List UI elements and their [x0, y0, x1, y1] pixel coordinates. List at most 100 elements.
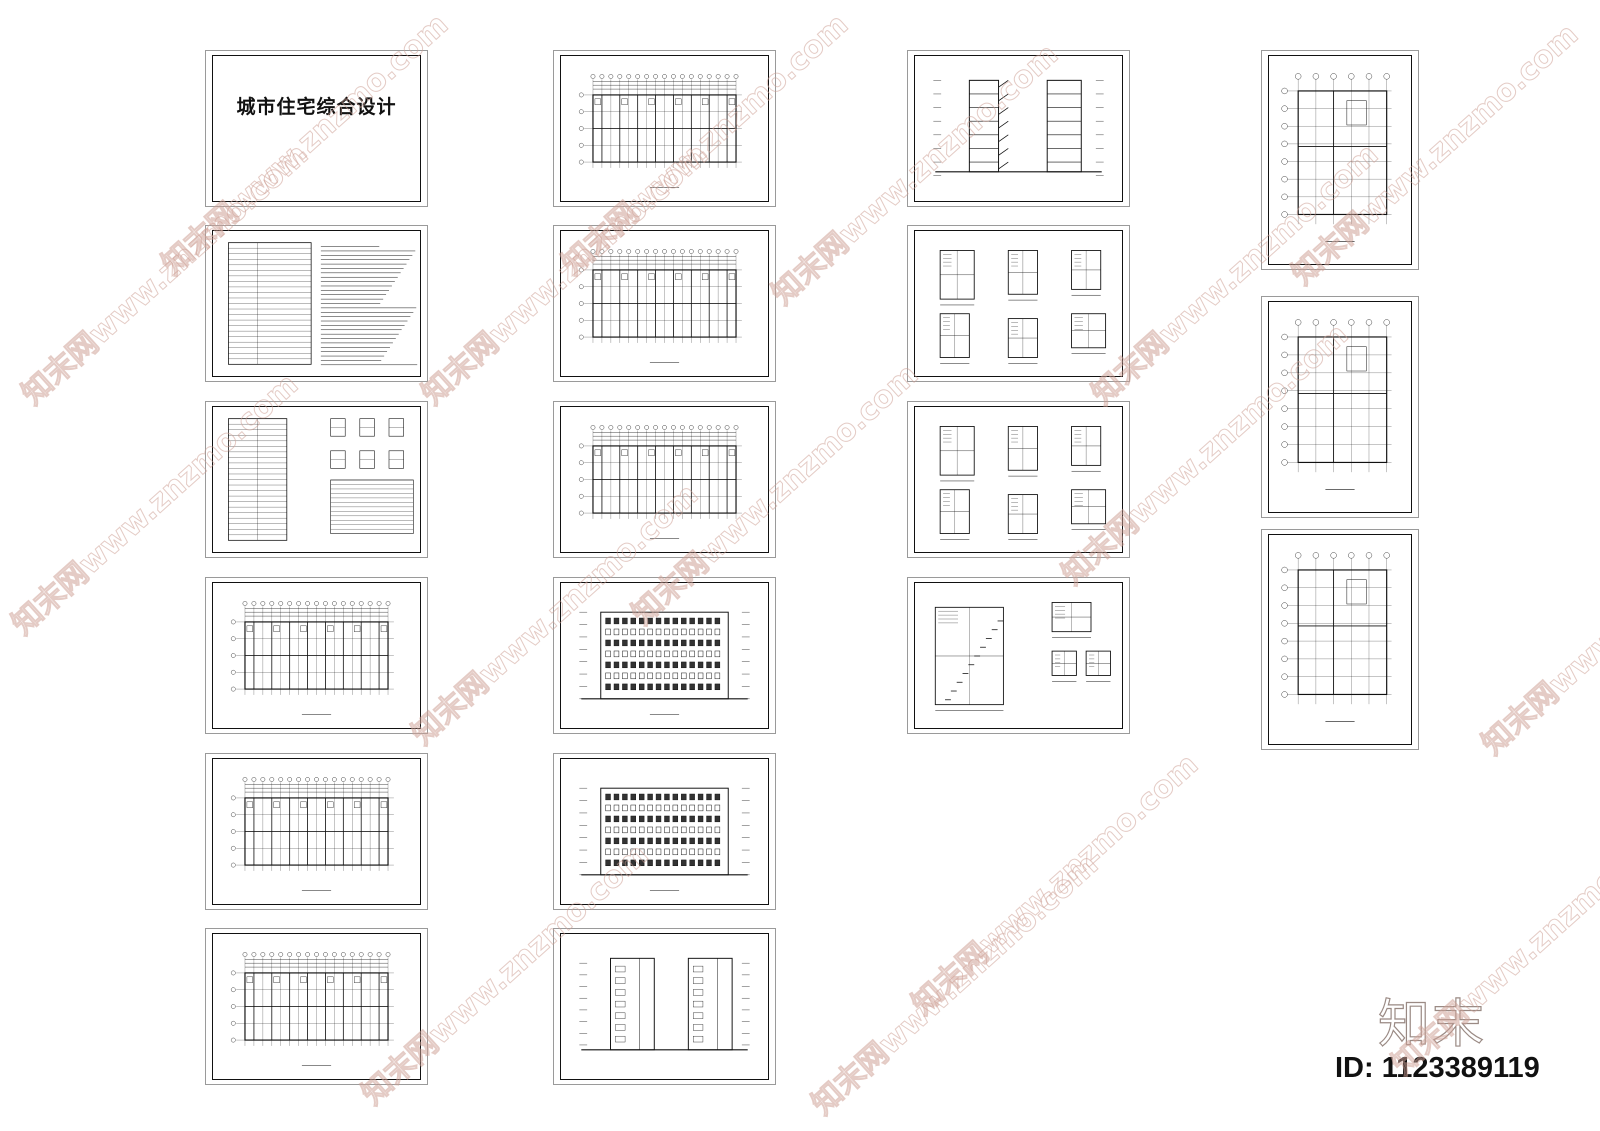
- grid-bubble: [367, 777, 373, 782]
- drawing-sheet-details[interactable]: [907, 401, 1130, 558]
- grid-bubble: [230, 795, 236, 801]
- drawing-sheet-elevation[interactable]: [553, 577, 776, 734]
- drawing-rect: [647, 848, 653, 856]
- drawing-sheet-unit-plan[interactable]: [1261, 529, 1419, 750]
- drawing-rect: [647, 683, 653, 691]
- drawing-line: [998, 93, 1009, 102]
- grid-bubble: [688, 249, 694, 254]
- sheet-frame: [914, 406, 1123, 553]
- drawing-rect: [672, 650, 679, 658]
- drawing-rect: [672, 859, 679, 867]
- grid-bubble: [340, 777, 346, 782]
- grid-bubble: [578, 159, 584, 165]
- drawing-rect: [639, 628, 645, 636]
- grid-bubble: [635, 425, 641, 430]
- drawing-line: [998, 107, 1009, 115]
- drawing-rect: [689, 804, 695, 812]
- drawing-rect: [639, 804, 645, 812]
- grid-bubble: [1281, 637, 1288, 645]
- grid-bubble: [680, 74, 685, 79]
- drawing-rect: [655, 793, 662, 801]
- drawing-rect: [647, 628, 653, 636]
- drawing-rect: [605, 628, 611, 636]
- grid-bubble: [230, 1037, 236, 1043]
- grid-bubble: [1330, 319, 1337, 326]
- drawing-sheet-unit-plan[interactable]: [1261, 50, 1419, 270]
- grid-bubble: [1281, 333, 1288, 341]
- drawing-rect: [613, 848, 620, 856]
- drawing-rect: [630, 804, 636, 812]
- drawing-rect: [655, 815, 662, 823]
- drawing-rect: [639, 815, 645, 823]
- drawing-rect: [693, 965, 704, 973]
- grid-bubble: [1281, 123, 1288, 130]
- drawing-sheet-floor-plan[interactable]: [205, 577, 428, 734]
- drawing-rect: [706, 661, 712, 669]
- drawing-rect: [622, 859, 628, 867]
- drawing-sheet-floor-plan[interactable]: [553, 401, 776, 558]
- grid-bubble: [1281, 369, 1288, 376]
- drawing-rect: [639, 826, 645, 834]
- drawing-sheet-unit-plan[interactable]: [1261, 296, 1419, 518]
- drawing-rect: [615, 965, 626, 973]
- drawing-rect: [630, 661, 636, 669]
- drawing-sheet-door-window-table[interactable]: [205, 401, 428, 558]
- grid-bubble: [715, 249, 721, 254]
- sheet-drawing: [578, 74, 742, 188]
- drawing-rect: [714, 859, 721, 867]
- sheet-drawing: [1281, 73, 1392, 242]
- drawing-rect: [672, 804, 679, 812]
- drawing-rect: [647, 650, 653, 658]
- drawing-sheet-section[interactable]: [907, 50, 1130, 207]
- drawing-rect: [714, 848, 721, 856]
- grid-bubble: [1281, 584, 1288, 591]
- drawing-sheet-floor-plan[interactable]: [205, 753, 428, 910]
- drawing-rect: [689, 617, 695, 625]
- grid-bubble: [296, 777, 301, 782]
- drawing-rect: [639, 672, 645, 680]
- drawing-sheet-floor-plan[interactable]: [553, 225, 776, 382]
- grid-bubble: [358, 777, 364, 782]
- grid-bubble: [578, 460, 584, 466]
- watermark: 知末网www.znzmo.com: [1475, 487, 1600, 763]
- drawing-sheet-elevation[interactable]: [553, 753, 776, 910]
- drawing-sheet-index-notes[interactable]: [205, 225, 428, 382]
- drawing-rect: [681, 628, 687, 636]
- drawing-rect: [246, 625, 253, 632]
- drawing-rect: [622, 628, 628, 636]
- drawing-rect: [664, 661, 670, 669]
- grid-bubble: [367, 601, 373, 606]
- drawing-rect: [622, 848, 628, 856]
- drawing-rect: [664, 672, 670, 680]
- grid-bubble: [1281, 211, 1288, 218]
- grid-bubble: [230, 812, 236, 818]
- drawing-rect: [706, 793, 712, 801]
- drawing-sheet-details[interactable]: [907, 225, 1130, 382]
- grid-bubble: [1281, 691, 1288, 698]
- grid-bubble: [1383, 73, 1390, 80]
- drawing-rect: [672, 837, 679, 845]
- drawing-sheet-stair-section[interactable]: [907, 577, 1130, 734]
- drawing-rect: [630, 683, 636, 691]
- drawing-rect: [702, 449, 709, 456]
- drawing-rect: [675, 449, 682, 456]
- drawing-sheet-cover[interactable]: 城市住宅综合设计: [205, 50, 428, 207]
- drawing-rect: [605, 793, 611, 801]
- drawing-sheet-floor-plan[interactable]: [205, 928, 428, 1085]
- drawing-rect: [647, 661, 653, 669]
- drawing-sheet-floor-plan[interactable]: [553, 50, 776, 207]
- drawing-rect: [706, 683, 712, 691]
- grid-bubble: [1295, 73, 1302, 80]
- drawing-rect: [655, 628, 662, 636]
- grid-bubble: [599, 74, 605, 79]
- drawing-rect: [681, 793, 687, 801]
- grid-bubble: [305, 952, 310, 957]
- drawing-rect: [714, 661, 721, 669]
- grid-bubble: [1312, 552, 1319, 559]
- drawing-rect: [630, 672, 636, 680]
- grid-bubble: [349, 777, 355, 782]
- drawing-rect: [300, 625, 307, 632]
- drawing-sheet-side-elevation[interactable]: [553, 928, 776, 1085]
- drawing-rect: [672, 848, 679, 856]
- grid-bubble: [1312, 319, 1319, 326]
